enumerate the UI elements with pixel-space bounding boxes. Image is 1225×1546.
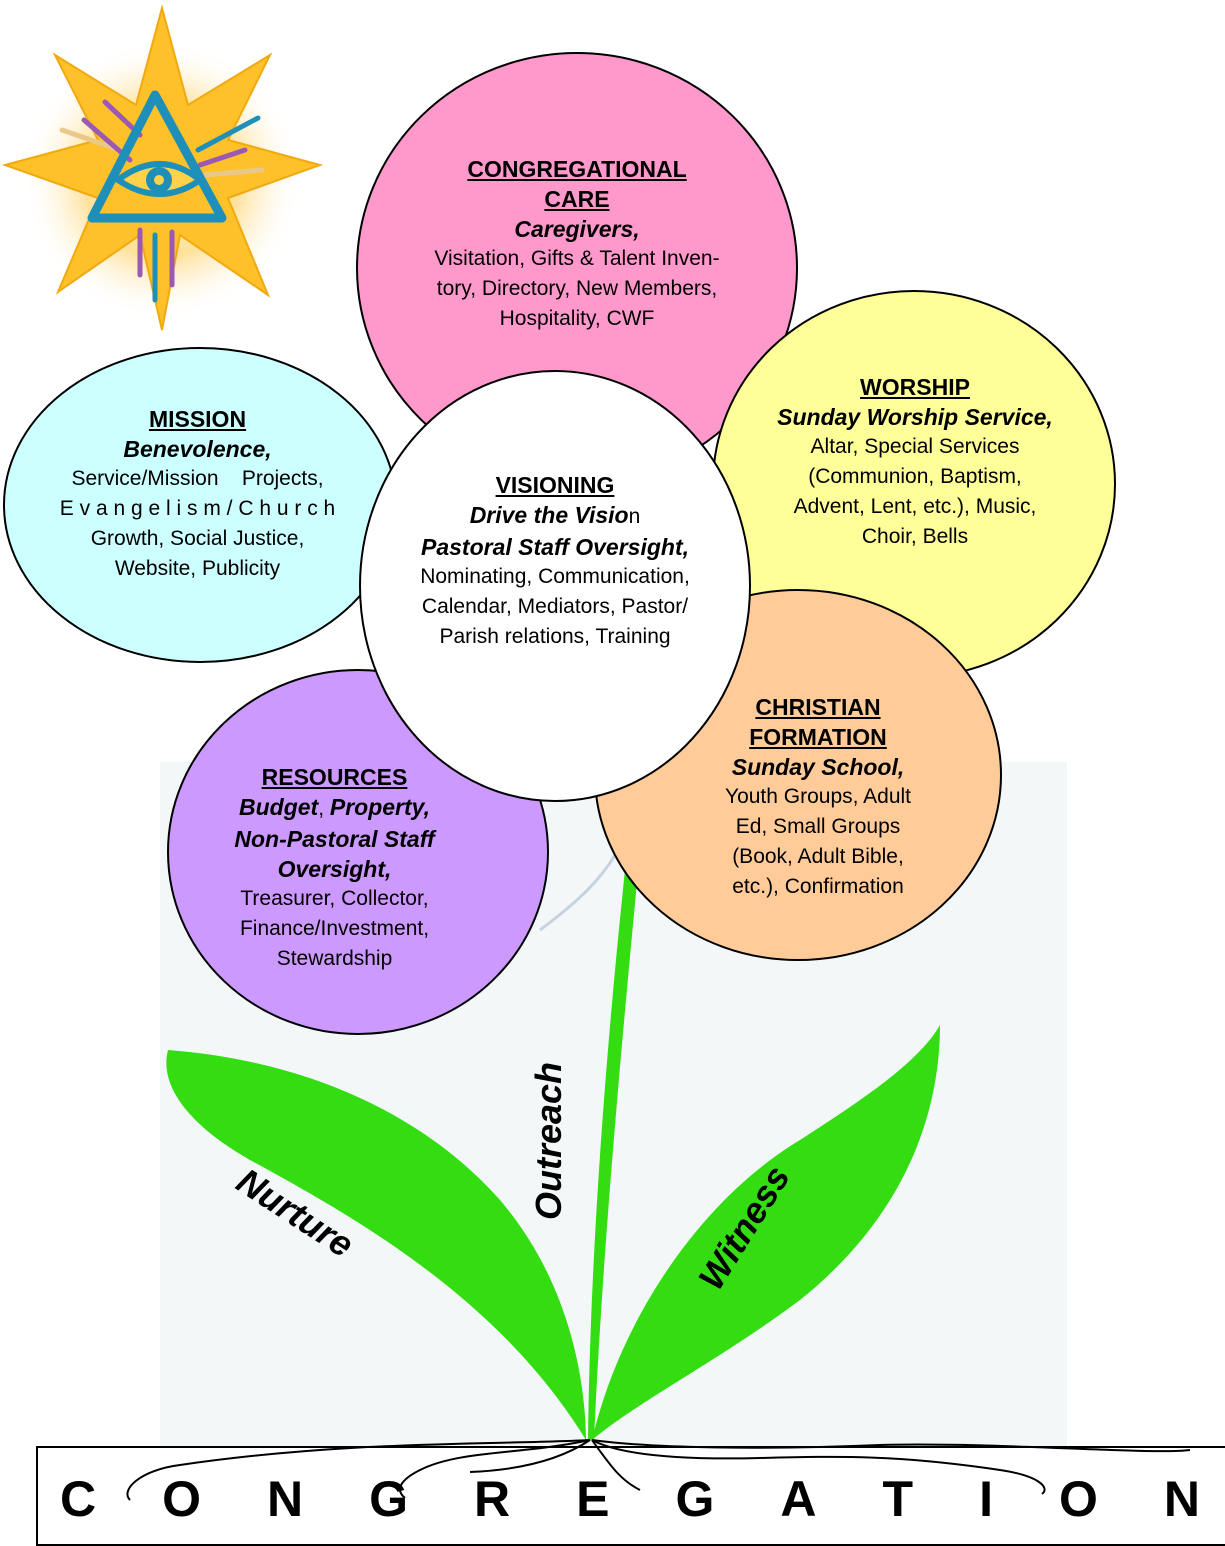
visioning-title: VISIONING (495, 472, 615, 498)
worship-body-2: (Communion, Baptism, (808, 465, 1022, 488)
christian-formation-text: CHRISTIAN FORMATION Sunday School, Youth… (648, 692, 988, 902)
visioning-body-3: Parish relations, Training (439, 625, 671, 648)
worship-body-4: Choir, Bells (861, 525, 969, 548)
congregational-care-subtitle: Caregivers, (514, 216, 640, 242)
congregational-care-body-2: tory, Directory, New Members, (436, 277, 718, 300)
christian-formation-body-2: Ed, Small Groups (735, 815, 901, 838)
mission-body-3: Growth, Social Justice, (90, 527, 305, 550)
letter-o2: O (1058, 1471, 1098, 1527)
congregational-care-title-1: CONGREGATIONAL (467, 156, 687, 182)
petal-visioning (359, 370, 751, 802)
letter-r: R (474, 1471, 511, 1527)
congregational-care-text: CONGREGATIONAL CARE Caregivers, Visitati… (387, 154, 767, 334)
worship-title: WORSHIP (860, 374, 970, 400)
letter-g: G (369, 1471, 409, 1527)
mission-body-4: Website, Publicity (114, 557, 281, 580)
visioning-subtitle-2: Pastoral Staff Oversight, (421, 534, 689, 560)
letter-c: C (60, 1471, 97, 1527)
stem (588, 870, 638, 1440)
resources-subtitle-2: Non-Pastoral Staff (234, 826, 435, 852)
resources-text: RESOURCES Budget, Property, Non-Pastoral… (182, 762, 487, 974)
star-eye-logo-icon (1, 4, 324, 331)
christian-formation-body-3: (Book, Adult Bible, (732, 845, 904, 868)
letter-o: O (162, 1471, 202, 1527)
resources-subtitle-property: Property, (329, 794, 430, 820)
mission-subtitle: Benevolence, (123, 436, 272, 462)
worship-subtitle: Sunday Worship Service, (777, 404, 1053, 430)
resources-title: RESOURCES (261, 764, 408, 790)
visioning-body-1: Nominating, Communication, (420, 565, 690, 588)
christian-formation-title-2: FORMATION (749, 724, 887, 750)
mission-body-2: E v a n g e l i s m / C h u r c h (59, 497, 336, 520)
congregation-letters: C O N G R E G A T I O N (60, 1470, 1200, 1528)
christian-formation-title-1: CHRISTIAN (755, 694, 881, 720)
mission-text: MISSION Benevolence, Service/Mission Pro… (30, 404, 365, 584)
mission-body-1: Service/Mission Projects, (71, 467, 324, 490)
resources-subtitle-comma: , (318, 797, 330, 820)
congregational-care-title-2: CARE (544, 186, 610, 212)
mission-title: MISSION (148, 406, 247, 432)
congregation-ground-box (36, 1446, 1225, 1546)
letter-a: A (780, 1471, 817, 1527)
congregational-care-body-3: Hospitality, CWF (499, 307, 655, 330)
resources-subtitle-budget: Budget (238, 794, 319, 820)
worship-body-1: Altar, Special Services (810, 435, 1020, 458)
visioning-subtitle-1: Drive the Visio (469, 502, 629, 528)
triangle-icon (87, 90, 227, 223)
letter-g2: G (675, 1471, 715, 1527)
letter-e: E (576, 1471, 610, 1527)
resources-body-3: Stewardship (276, 947, 393, 970)
letter-i: I (979, 1471, 993, 1527)
letter-t: T (882, 1471, 914, 1527)
right-leaf (592, 1025, 940, 1440)
worship-body-3: Advent, Lent, etc.), Music, (793, 495, 1037, 518)
resources-body-1: Treasurer, Collector, (240, 887, 429, 910)
visioning-subtitle-1-tail: n (628, 505, 641, 528)
visioning-text: VISIONING Drive the Vision Pastoral Staf… (375, 470, 735, 652)
christian-formation-subtitle: Sunday School, (731, 754, 905, 780)
letter-n: N (267, 1471, 304, 1527)
letter-n2: N (1163, 1471, 1200, 1527)
worship-text: WORSHIP Sunday Worship Service, Altar, S… (730, 372, 1100, 552)
left-leaf (166, 1050, 586, 1440)
christian-formation-body-1: Youth Groups, Adult (724, 785, 912, 808)
resources-body-2: Finance/Investment, (239, 917, 430, 940)
resources-subtitle-3: Oversight, (277, 856, 392, 882)
visioning-body-2: Calendar, Mediators, Pastor/ (421, 595, 689, 618)
congregational-care-body-1: Visitation, Gifts & Talent Inven- (434, 247, 720, 270)
christian-formation-body-4: etc.), Confirmation (732, 875, 904, 898)
